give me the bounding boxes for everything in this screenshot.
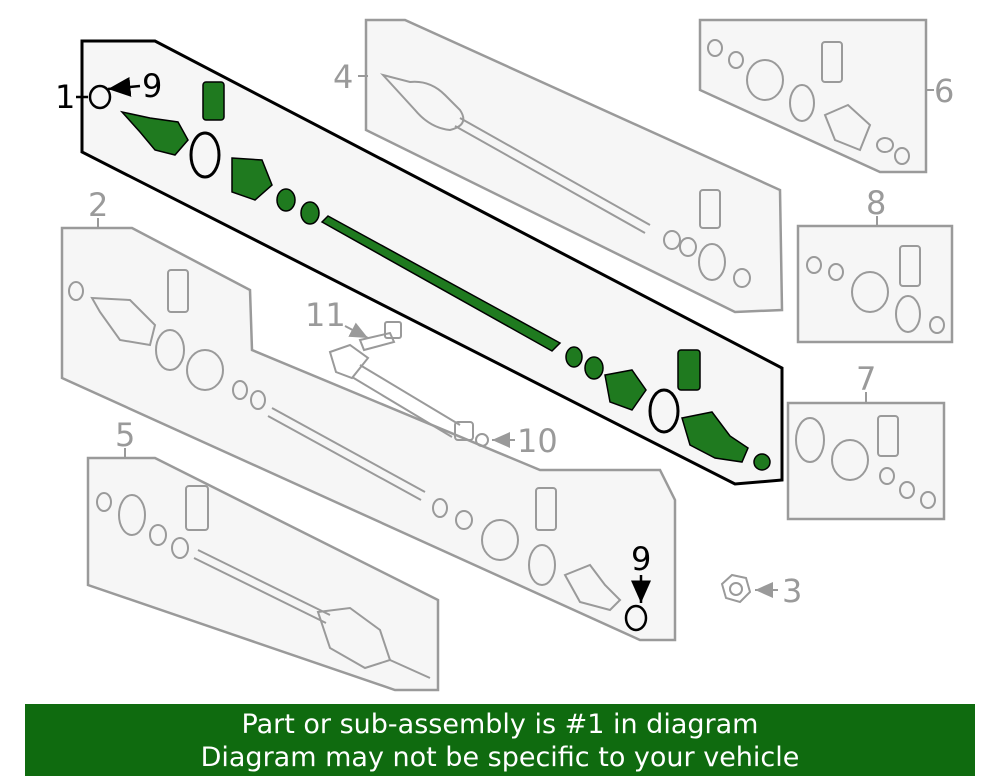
panel-4[interactable] <box>364 18 784 314</box>
callout-7[interactable]: 7 <box>856 360 876 398</box>
ring-9-top <box>88 84 112 110</box>
callout-1[interactable]: 1 <box>55 78 75 116</box>
part-3-nut[interactable] <box>720 573 752 604</box>
part-10-shaft[interactable] <box>328 343 489 447</box>
callout-8[interactable]: 8 <box>866 184 886 222</box>
callout-4[interactable]: 4 <box>333 58 353 96</box>
callout-3[interactable]: 3 <box>782 572 802 610</box>
parts-diagram: 1 9 4 6 8 2 11 7 5 10 9 3 <box>55 18 954 692</box>
panel-1-highlighted[interactable] <box>80 39 784 486</box>
callout-5[interactable]: 5 <box>115 416 135 454</box>
panel-6[interactable] <box>698 18 928 174</box>
callout-9-top[interactable]: 9 <box>142 67 162 105</box>
info-banner: Part or sub-assembly is #1 in diagram Di… <box>25 704 975 776</box>
leader-11 <box>344 322 369 339</box>
callout-10[interactable]: 10 <box>517 422 558 460</box>
panel-5[interactable] <box>86 456 440 692</box>
banner-line-1: Part or sub-assembly is #1 in diagram <box>241 709 759 740</box>
leader-9a <box>107 76 141 97</box>
callout-11[interactable]: 11 <box>305 296 346 334</box>
panel-7[interactable] <box>786 401 946 521</box>
ring-9-bottom[interactable] <box>624 604 648 632</box>
callout-2[interactable]: 2 <box>88 186 108 224</box>
panel-8[interactable] <box>796 224 954 344</box>
callout-9-bottom[interactable]: 9 <box>631 540 651 578</box>
banner-line-2: Diagram may not be specific to your vehi… <box>200 742 800 773</box>
part-11-bolt[interactable] <box>358 321 402 352</box>
panel-2[interactable] <box>60 226 677 642</box>
callout-6[interactable]: 6 <box>934 72 954 110</box>
highlighted-parts <box>119 81 771 471</box>
